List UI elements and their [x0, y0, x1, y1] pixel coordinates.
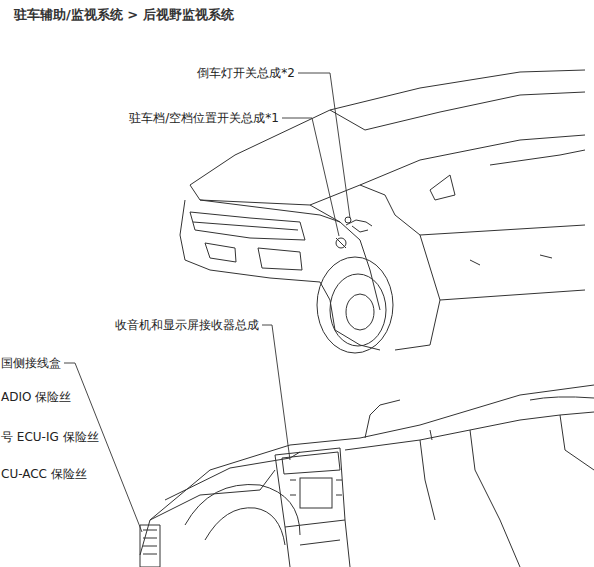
part-label: CU-ACC 保险丝: [0, 467, 88, 481]
part-label: 倒车灯开关总成*2: [196, 66, 296, 80]
part-label: 驻车档/空档位置开关总成*1: [128, 111, 280, 125]
page-title: 驻车辅助/监视系统 > 后视野监视系统: [14, 6, 234, 24]
part-label: ADIO 保险丝: [0, 390, 72, 404]
part-label: 收音机和显示屏接收器总成: [114, 318, 260, 332]
part-label: 国侧接线盒: [0, 356, 62, 370]
part-label: 号 ECU-IG 保险丝: [0, 430, 100, 444]
